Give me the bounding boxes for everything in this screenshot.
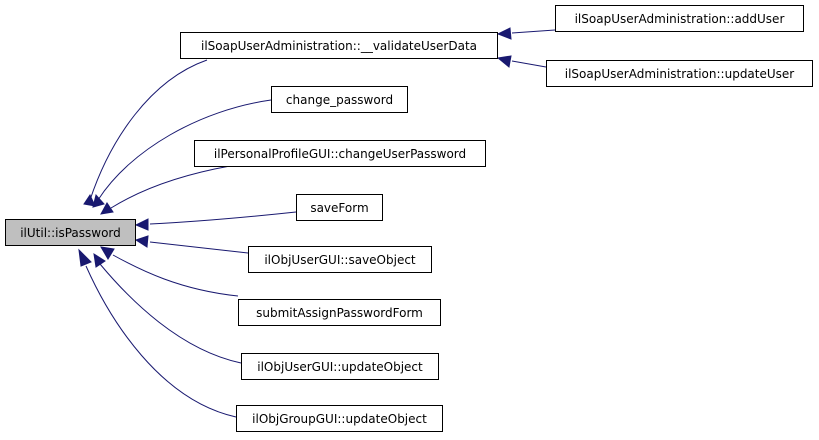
node-group-update-object[interactable]: ilObjGroupGUI::updateObject <box>236 405 443 432</box>
node-submit-assign-password-form[interactable]: submitAssignPasswordForm <box>238 299 441 326</box>
node-change-user-password[interactable]: ilPersonalProfileGUI::changeUserPassword <box>194 140 486 167</box>
node-user-update-object[interactable]: ilObjUserGUI::updateObject <box>241 353 439 380</box>
node-update-user[interactable]: ilSoapUserAdministration::updateUser <box>546 60 813 87</box>
node-submit-assign-password-form-label: submitAssignPasswordForm <box>256 306 423 320</box>
edge-user-update-object-to-root <box>93 252 242 364</box>
node-change-password[interactable]: change_password <box>271 86 408 113</box>
node-save-object-label: ilObjUserGUI::saveObject <box>264 253 416 267</box>
edge-group-update-object-to-root <box>78 248 237 418</box>
edge-validate-user-data-to-root <box>83 59 208 207</box>
edge-save-form-to-root <box>134 211 297 231</box>
node-change-user-password-label: ilPersonalProfileGUI::changeUserPassword <box>214 147 466 161</box>
node-validate-user-data-label: ilSoapUserAdministration::__validateUser… <box>201 39 477 53</box>
edge-update-user-to-validate-user-data <box>496 55 547 68</box>
node-group-update-object-label: ilObjGroupGUI::updateObject <box>252 412 427 426</box>
node-save-form-label: saveForm <box>310 201 368 215</box>
node-root-label: ilUtil::isPassword <box>20 226 121 240</box>
edge-submit-assign-password-form-to-root <box>100 246 239 297</box>
edge-save-object-to-root <box>134 235 249 254</box>
node-user-update-object-label: ilObjUserGUI::updateObject <box>257 360 423 374</box>
node-validate-user-data[interactable]: ilSoapUserAdministration::__validateUser… <box>180 32 498 59</box>
node-add-user-label: ilSoapUserAdministration::addUser <box>575 12 785 26</box>
node-root[interactable]: ilUtil::isPassword <box>5 219 136 246</box>
edge-change-password-to-root <box>92 99 272 208</box>
node-add-user[interactable]: ilSoapUserAdministration::addUser <box>555 5 804 32</box>
node-save-form[interactable]: saveForm <box>296 194 383 221</box>
node-save-object[interactable]: ilObjUserGUI::saveObject <box>248 246 432 273</box>
node-change-password-label: change_password <box>286 93 393 107</box>
edge-add-user-to-validate-user-data <box>496 27 556 40</box>
node-update-user-label: ilSoapUserAdministration::updateUser <box>565 67 795 81</box>
edge-change-user-password-to-root <box>100 165 231 215</box>
